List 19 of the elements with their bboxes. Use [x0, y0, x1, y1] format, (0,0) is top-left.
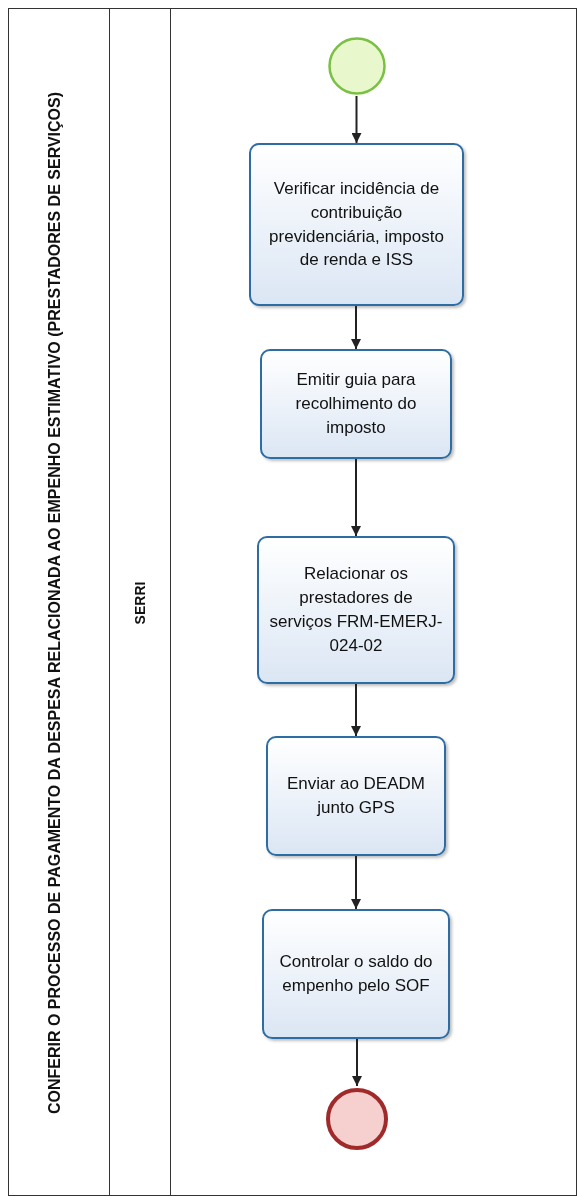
task-label: Relacionar os prestadores de serviços FRM-EMERJ-024-02 [268, 563, 444, 657]
arrow [351, 683, 361, 737]
pool [8, 8, 577, 1196]
task-label: Enviar ao DEADM junto GPS [286, 773, 426, 819]
arrow [351, 458, 361, 537]
task-box [260, 349, 452, 459]
task-box [249, 143, 464, 306]
task-label: Controlar o saldo do empenho pelo SOF [278, 951, 434, 997]
arrow [351, 305, 361, 350]
arrow [351, 95, 362, 144]
pool-label: CONFERIR O PROCESSO DE PAGAMENTO DA DESPESA RELACIONADA AO EMPENHO ESTIMATIVO (PRESTADORES DE SERVIÇOS) [45, 92, 65, 1114]
task-box [266, 736, 446, 856]
lane-label: SERRI [130, 581, 149, 625]
arrow [351, 855, 361, 910]
task-box [257, 536, 455, 684]
task-box [262, 909, 450, 1039]
task-label: Verificar incidência de contribuição previdenciária, imposto de renda e ISS [268, 177, 445, 272]
arrow [352, 1038, 362, 1087]
task-label: Emitir guia para recolhimento do imposto [294, 369, 418, 439]
